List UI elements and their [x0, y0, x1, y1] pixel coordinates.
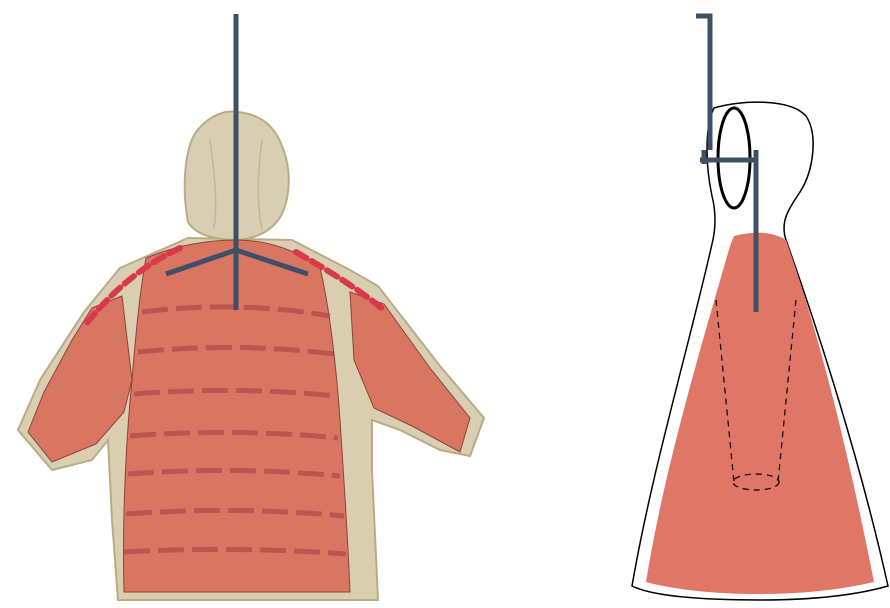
schematic-panel	[632, 16, 888, 600]
garment-photo-panel	[18, 14, 484, 600]
